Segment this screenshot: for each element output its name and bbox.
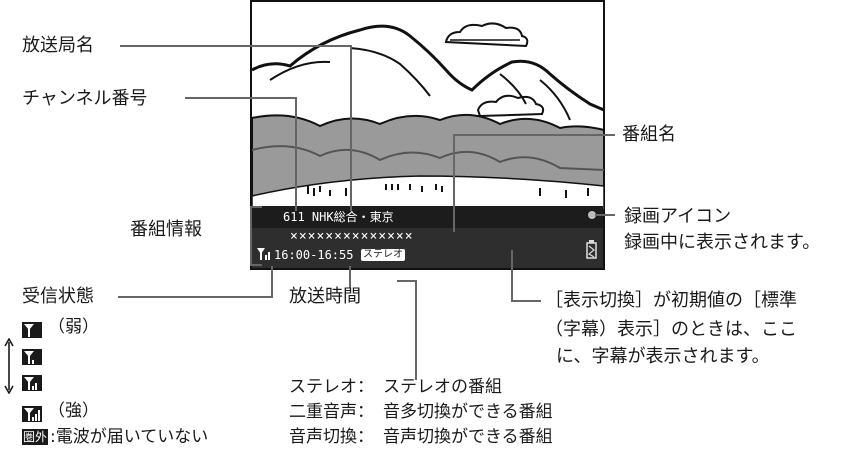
- signal-icon: [257, 248, 270, 260]
- signal-strong: [22, 403, 42, 422]
- label-channel-number: チャンネル番号: [22, 88, 148, 109]
- audio-desc-stereo: ステレオの番組: [383, 377, 502, 397]
- bracket-program-info: [250, 206, 262, 208]
- label-station-name: 放送局名: [22, 35, 94, 56]
- label-rec-icon: 録画アイコン: [624, 206, 732, 227]
- leader-reception: [118, 296, 273, 298]
- label-rec-desc: 録画中に表示されます。: [624, 232, 821, 253]
- leader-stereo: [397, 280, 417, 282]
- signal-weak-label: （弱）: [48, 317, 99, 337]
- signal-level-3: [22, 372, 42, 391]
- audio-term-dual: 二重音声：: [289, 402, 374, 422]
- leader-channel: [185, 97, 297, 99]
- time-line: 16:00-16:55: [274, 248, 354, 262]
- label-program-info: 番組情報: [130, 219, 202, 240]
- double-arrow-icon: [4, 338, 14, 394]
- signal-strong-icon: [22, 405, 42, 422]
- audio-term-stereo: ステレオ：: [289, 377, 374, 397]
- leader-time: [349, 266, 351, 288]
- label-reception: 受信状態: [22, 286, 94, 307]
- signal-level-3-icon: [22, 374, 42, 391]
- label-program-name: 番組名: [622, 124, 676, 145]
- program-line: ××××××××××××××: [290, 229, 414, 244]
- subtitle-note-line1: ［表示切換］が初期値の［標準: [545, 290, 797, 311]
- signal-weak: [22, 319, 42, 338]
- channel-line: 611 NHK総合・東京: [283, 210, 394, 224]
- subtitle-note-line3: に、字幕が表示されます。: [556, 346, 770, 367]
- audio-term-switch: 音声切換：: [289, 427, 374, 447]
- out-of-range-badge: 圏外: [22, 429, 49, 445]
- signal-weak-icon: [22, 321, 42, 338]
- leader-subtitle: [511, 250, 513, 302]
- rec-dot-icon: [588, 211, 596, 219]
- stereo-badge: ステレオ: [361, 249, 405, 261]
- label-broadcast-time: 放送時間: [289, 286, 361, 307]
- signal-strong-label: （強）: [48, 401, 99, 421]
- subtitle-note-line2: （字幕）表示］のときは、ここ: [545, 319, 797, 340]
- leader-rec: [595, 214, 615, 216]
- leader-program-name: [453, 134, 615, 136]
- leader-station: [120, 45, 352, 47]
- audio-desc-dual: 音多切換ができる番組: [383, 402, 553, 422]
- signal-level-2: [22, 346, 42, 365]
- signal-level-2-icon: [22, 348, 42, 365]
- out-of-range-text: :電波が届いていない: [50, 427, 209, 447]
- audio-desc-switch: 音声切換ができる番組: [383, 427, 553, 447]
